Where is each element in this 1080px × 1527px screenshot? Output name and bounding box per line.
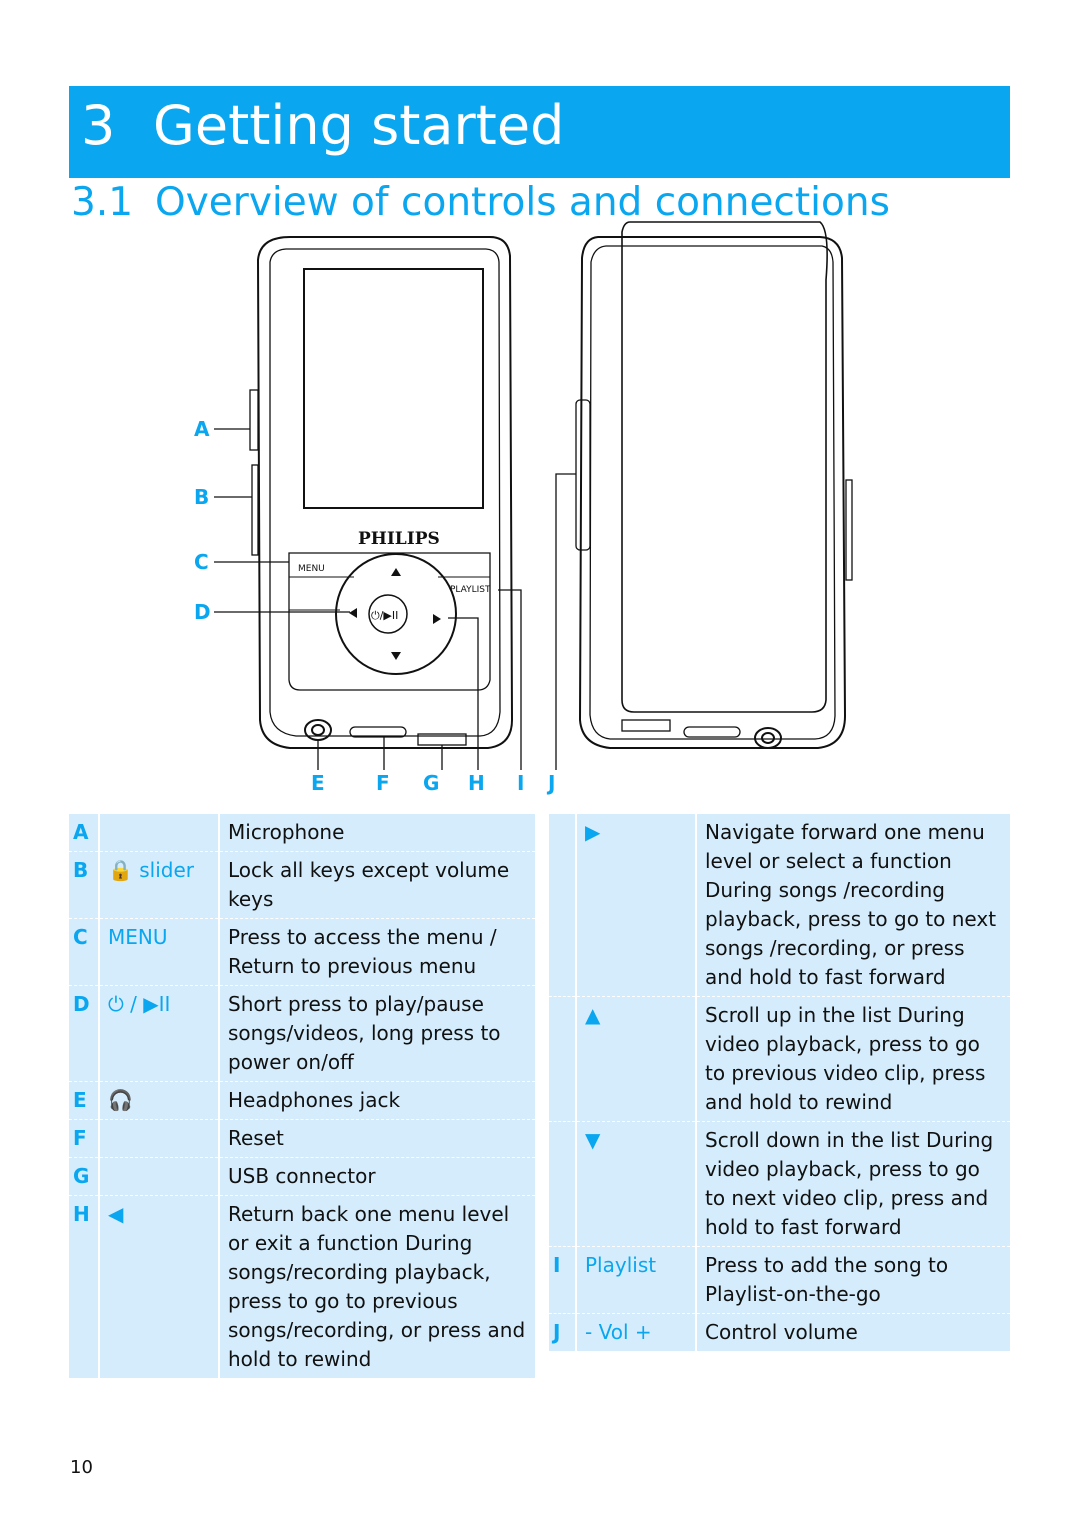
row-control bbox=[98, 814, 219, 852]
row-key: J bbox=[549, 1313, 576, 1351]
callout-I: I bbox=[517, 771, 524, 795]
section-heading: 3.1 Overview of controls and connections bbox=[71, 180, 890, 225]
page-number: 10 bbox=[70, 1457, 93, 1478]
row-key: D bbox=[69, 985, 99, 1082]
row-control: 🔒 slider bbox=[98, 851, 219, 919]
section-title: Overview of controls and connections bbox=[155, 180, 890, 225]
row-key: F bbox=[69, 1119, 99, 1158]
row-description: Return back one menu level or exit a fun… bbox=[218, 1195, 535, 1378]
chapter-number: 3 bbox=[81, 94, 116, 157]
row-key: B bbox=[69, 851, 99, 919]
callout-lines bbox=[214, 428, 576, 770]
row-control: ◀ bbox=[98, 1195, 219, 1378]
callout-E: E bbox=[311, 771, 325, 795]
row-description: Reset bbox=[218, 1119, 535, 1158]
callout-G: G bbox=[423, 771, 439, 795]
row-key: C bbox=[69, 918, 99, 986]
row-description: Navigate forward one menu level or selec… bbox=[695, 814, 1010, 997]
table-row: J- Vol +Control volume bbox=[549, 1313, 1010, 1351]
row-key: H bbox=[69, 1195, 99, 1378]
row-description: Press to access the menu / Return to pre… bbox=[218, 918, 535, 986]
chapter-heading-bar: 3 Getting started bbox=[69, 86, 1010, 178]
table-row: ▶Navigate forward one menu level or sele… bbox=[549, 814, 1010, 997]
row-key: A bbox=[69, 814, 99, 852]
table-row: ▼Scroll down in the list During video pl… bbox=[549, 1121, 1010, 1247]
device-illustration: PHILIPS MENU PLAYLIST ⏻/▶II A B C D E F … bbox=[194, 221, 853, 795]
row-key: E bbox=[69, 1081, 99, 1120]
row-description: Control volume bbox=[695, 1313, 1010, 1351]
row-control bbox=[98, 1157, 219, 1196]
table-row: H◀Return back one menu level or exit a f… bbox=[69, 1195, 535, 1378]
row-description: Headphones jack bbox=[218, 1081, 535, 1120]
menu-key-label: MENU bbox=[298, 564, 325, 574]
row-control: - Vol + bbox=[575, 1313, 696, 1351]
table-row: F Reset bbox=[69, 1119, 535, 1158]
table-row: G USB connector bbox=[69, 1157, 535, 1196]
row-control bbox=[98, 1119, 219, 1158]
row-control: ▶ bbox=[575, 814, 696, 997]
device-front bbox=[249, 236, 514, 749]
table-row: ▲Scroll up in the list During video play… bbox=[549, 996, 1010, 1122]
brand-logo: PHILIPS bbox=[358, 529, 440, 549]
table-row: A Microphone bbox=[69, 814, 535, 852]
playlist-key-label: PLAYLIST bbox=[450, 585, 491, 595]
play-key-symbol: ⏻/▶II bbox=[371, 609, 398, 622]
row-control: ⏻ / ▶II bbox=[98, 985, 219, 1082]
row-key bbox=[549, 996, 576, 1122]
row-key: G bbox=[69, 1157, 99, 1196]
row-description: Microphone bbox=[218, 814, 535, 852]
row-description: Short press to play/pause songs/videos, … bbox=[218, 985, 535, 1082]
row-description: Scroll down in the list During video pla… bbox=[695, 1121, 1010, 1247]
section-number: 3.1 bbox=[71, 180, 134, 225]
row-control: MENU bbox=[98, 918, 219, 986]
device-back bbox=[575, 221, 853, 749]
row-control: 🎧 bbox=[98, 1081, 219, 1120]
callout-H: H bbox=[468, 771, 485, 795]
callout-A: A bbox=[194, 417, 210, 441]
callout-F: F bbox=[376, 771, 390, 795]
callout-C: C bbox=[194, 550, 209, 574]
callout-D: D bbox=[194, 600, 211, 624]
table-row: E🎧Headphones jack bbox=[69, 1081, 535, 1120]
row-description: USB connector bbox=[218, 1157, 535, 1196]
row-key: I bbox=[549, 1246, 576, 1314]
row-control: Playlist bbox=[575, 1246, 696, 1314]
row-description: Lock all keys except volume keys bbox=[218, 851, 535, 919]
row-control: ▲ bbox=[575, 996, 696, 1122]
callout-B: B bbox=[194, 485, 209, 509]
row-key bbox=[549, 814, 576, 997]
row-description: Scroll up in the list During video playb… bbox=[695, 996, 1010, 1122]
row-description: Press to add the song to Playlist-on-the… bbox=[695, 1246, 1010, 1314]
controls-table-right: ▶Navigate forward one menu level or sele… bbox=[549, 814, 1010, 1351]
callout-J: J bbox=[546, 771, 555, 795]
chapter-title: Getting started bbox=[153, 94, 565, 157]
row-key bbox=[549, 1121, 576, 1247]
row-control: ▼ bbox=[575, 1121, 696, 1247]
